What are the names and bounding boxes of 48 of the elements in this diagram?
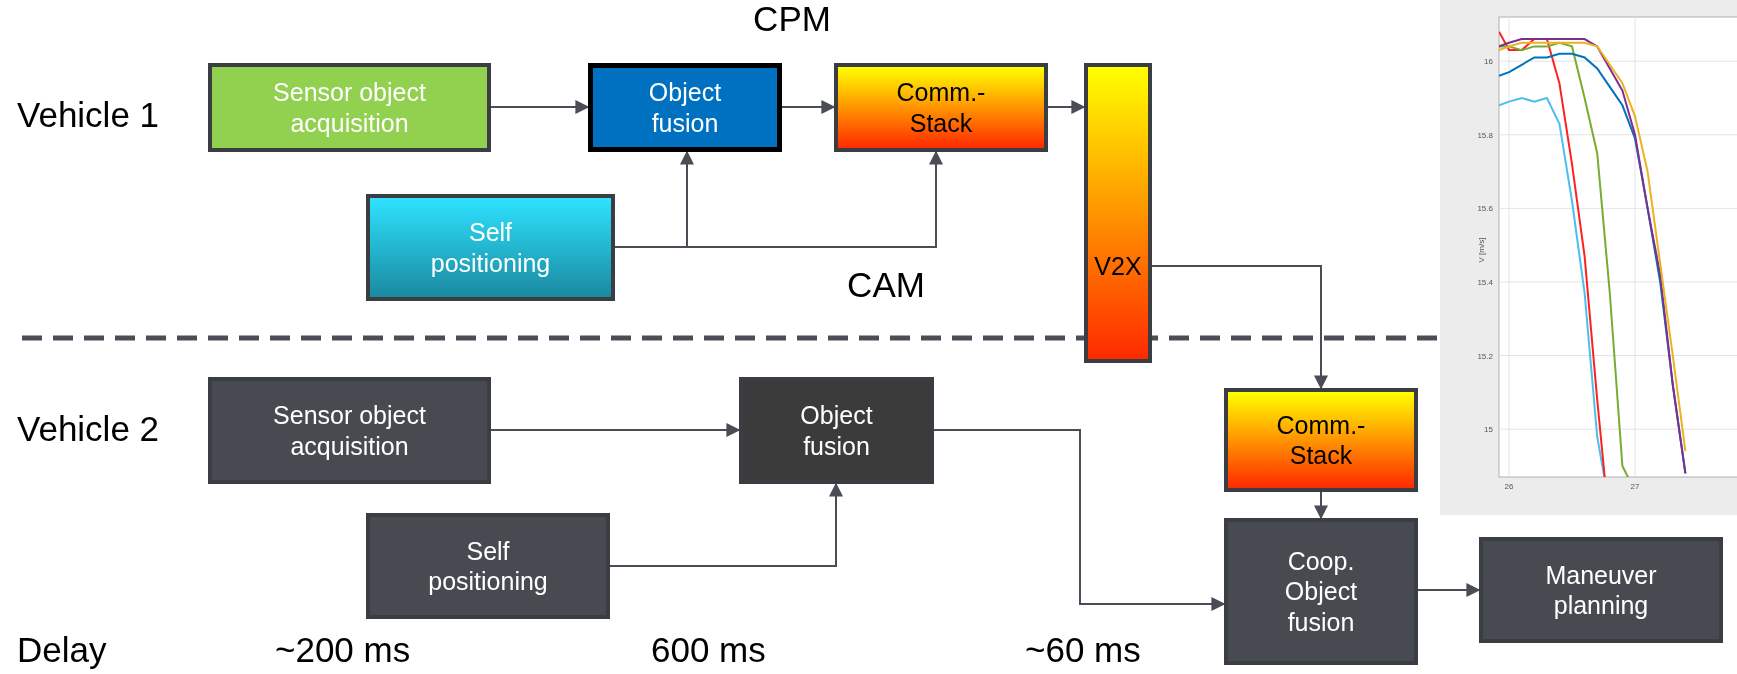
process-box bbox=[366, 194, 615, 301]
box-label: Object fusion bbox=[647, 77, 723, 138]
process-box bbox=[208, 377, 491, 484]
box-label: Object fusion bbox=[799, 400, 874, 461]
box-label: Sensor object acquisition bbox=[272, 77, 427, 138]
arrow bbox=[933, 429, 1226, 611]
arrow bbox=[490, 423, 741, 437]
process-box bbox=[1084, 63, 1152, 363]
tick-label: 15.6 bbox=[1477, 204, 1493, 214]
delay-label: ~200 ms bbox=[275, 630, 411, 670]
process-box bbox=[208, 63, 491, 152]
box-label: Self positioning bbox=[429, 217, 552, 278]
box-label: Sensor object acquisition bbox=[272, 400, 427, 461]
arrow bbox=[490, 100, 590, 114]
tick-label: 15.4 bbox=[1477, 277, 1493, 287]
arrow bbox=[1314, 491, 1328, 520]
box-label: Maneuver planning bbox=[1544, 559, 1658, 621]
tick-label: 15 bbox=[1484, 425, 1493, 435]
tick-label: 26 bbox=[1504, 482, 1514, 491]
box-label: Coop. Object fusion bbox=[1283, 545, 1359, 638]
delay-label: ~60 ms bbox=[1025, 630, 1141, 670]
process-box bbox=[1224, 388, 1418, 492]
arrow bbox=[1417, 583, 1481, 597]
tick-label: 16 bbox=[1484, 57, 1493, 67]
box-label: Self positioning bbox=[427, 535, 549, 597]
process-box bbox=[1479, 537, 1723, 643]
process-box bbox=[366, 513, 610, 619]
box-label: V2X bbox=[1094, 250, 1142, 282]
process-box bbox=[834, 63, 1048, 152]
process-box bbox=[739, 377, 934, 484]
arrow bbox=[1047, 100, 1086, 114]
axis-title: V [m/s] bbox=[1477, 237, 1486, 263]
box-label: Comm.-Stack bbox=[895, 77, 987, 138]
process-box bbox=[1224, 518, 1418, 665]
tick-label: 27 bbox=[1630, 482, 1640, 491]
arrow bbox=[609, 482, 843, 567]
message-label: CPM bbox=[753, 0, 831, 39]
delay-label: 600 ms bbox=[651, 630, 766, 670]
tick-label: 15.8 bbox=[1477, 130, 1493, 140]
box-label: Comm.-Stack bbox=[1275, 409, 1367, 471]
row-label: Delay bbox=[17, 630, 107, 670]
process-box bbox=[588, 63, 782, 152]
arrow bbox=[1151, 265, 1328, 390]
message-label: CAM bbox=[847, 265, 925, 305]
arrow bbox=[781, 100, 836, 114]
row-label: Vehicle 1 bbox=[17, 95, 160, 135]
tick-label: 15.2 bbox=[1477, 351, 1493, 361]
row-label: Vehicle 2 bbox=[17, 409, 160, 449]
